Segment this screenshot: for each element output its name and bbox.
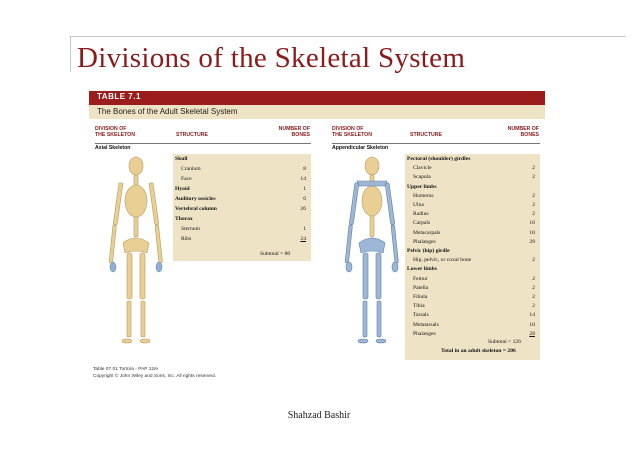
slide-title: Divisions of the Skeletal System <box>77 42 466 74</box>
table-row-name: Femur <box>413 275 428 282</box>
table-row-name: Scapula <box>413 174 431 181</box>
table-row-value: 26 <box>300 206 306 212</box>
table-row-value: 14 <box>529 312 535 319</box>
table-row-name: Pectoral (shoulder) girdles <box>407 156 471 162</box>
table-row-name: Cranium <box>181 166 201 172</box>
table-footer-source: Table 07.01 Tortora - PAP 12/e <box>93 367 159 372</box>
table-row-value: 6 <box>303 196 306 202</box>
table-row-name: Ulna <box>413 202 424 208</box>
table-row-value: 2 <box>532 202 535 208</box>
axial-list-panel <box>173 154 311 261</box>
section-axial: Axial Skeleton <box>95 145 131 151</box>
table-footer-copyright: Copyright © John Wiley and Sons, Inc. Al… <box>93 374 216 379</box>
header-number-appendicular: NUMBER OF BONES <box>507 126 539 138</box>
table-row-value: 2 <box>532 174 535 181</box>
section-appendicular: Appendicular Skeleton <box>332 145 389 151</box>
header-structure-appendicular: STRUCTURE <box>410 132 442 138</box>
table-row-value: 14 <box>300 176 306 182</box>
table-row-name: Radius <box>413 211 429 218</box>
table-row-name: Sternum <box>181 226 200 232</box>
table-row-name: Clavicle <box>413 165 432 172</box>
table-row-name: Metatarsals <box>413 321 439 328</box>
table-row-value: 8 <box>303 166 306 172</box>
header-structure-axial: STRUCTURE <box>176 132 208 138</box>
author-name: Shahzad Bashir <box>287 410 351 421</box>
axial-subtotal: Subtotal = 80 <box>260 251 291 257</box>
axial-skeleton-illustration-icon <box>108 156 163 344</box>
appendicular-subtotal: Subtotal = 126 <box>488 339 521 345</box>
header-division-appendicular: DIVISION OF THE SKELETON <box>332 126 372 138</box>
table-caption-bar <box>89 105 545 119</box>
table-row-name: Pelvic (hip) girdle <box>407 248 450 254</box>
table-row-name: Hyoid <box>175 186 190 192</box>
table-row-value: 24 <box>300 236 306 242</box>
table-row-name: Lower limbs <box>407 266 437 273</box>
table-row-name: Phalanges <box>413 330 436 337</box>
table-row-name: Metacarpals <box>413 229 441 236</box>
table-row-value: 2 <box>532 275 535 282</box>
table-row-name: Tibia <box>413 303 425 310</box>
table-row-value: 28 <box>529 330 535 337</box>
table-row-name: Hip, pelvic, or coxal bone <box>413 257 472 264</box>
table-row-name: Carpals <box>413 220 431 227</box>
table-row-name: Tarsals <box>413 312 429 319</box>
table-row-value: 1 <box>303 186 306 192</box>
header-rule <box>332 143 540 144</box>
table-row-value: 2 <box>532 294 535 300</box>
table-row-name: Ribs <box>181 236 192 242</box>
table-row-name: Fibula <box>413 294 428 300</box>
table-title-bar: TABLE 7.1 <box>89 91 545 105</box>
slide-border <box>70 36 626 37</box>
table-row-value: 28 <box>529 238 535 245</box>
appendicular-skeleton-illustration-icon <box>344 156 399 344</box>
table-figure: TABLE 7.1 The Bones of the Adult Skeleta… <box>89 91 545 387</box>
table-row-name: Upper limbs <box>407 183 437 190</box>
table-label: TABLE 7.1 <box>97 92 141 101</box>
table-caption: The Bones of the Adult Skeletal System <box>97 107 238 116</box>
table-row-value: 2 <box>532 211 535 218</box>
table-row-name: Thorax <box>175 216 193 222</box>
table-row-name: Humerus <box>413 192 434 199</box>
header-number-axial: NUMBER OF BONES <box>278 126 310 138</box>
table-row-name: Skull <box>175 156 188 162</box>
table-row-value: 2 <box>532 165 535 172</box>
appendicular-list-panel <box>405 154 540 360</box>
header-division-axial: DIVISION OF THE SKELETON <box>95 126 135 138</box>
table-row-name: Auditory ossicles <box>175 196 216 202</box>
table-row-value: 1 <box>303 226 306 232</box>
table-row-name: Vertebral column <box>175 206 217 212</box>
table-row-name: Face <box>181 176 192 182</box>
skeleton-total: Total in an adult skeleton = 206 <box>441 348 516 354</box>
table-row-value: 2 <box>532 192 535 199</box>
table-row-name: Phalanges <box>413 238 436 245</box>
table-row-value: 2 <box>532 284 535 291</box>
slide-border <box>70 36 71 72</box>
table-row-name: Patella <box>413 284 429 291</box>
table-row-value: 10 <box>529 321 535 328</box>
table-row-value: 2 <box>532 257 535 264</box>
table-row-value: 16 <box>529 220 535 227</box>
table-row-value: 2 <box>532 303 535 310</box>
header-rule <box>95 143 311 144</box>
table-row-value: 10 <box>529 229 535 236</box>
